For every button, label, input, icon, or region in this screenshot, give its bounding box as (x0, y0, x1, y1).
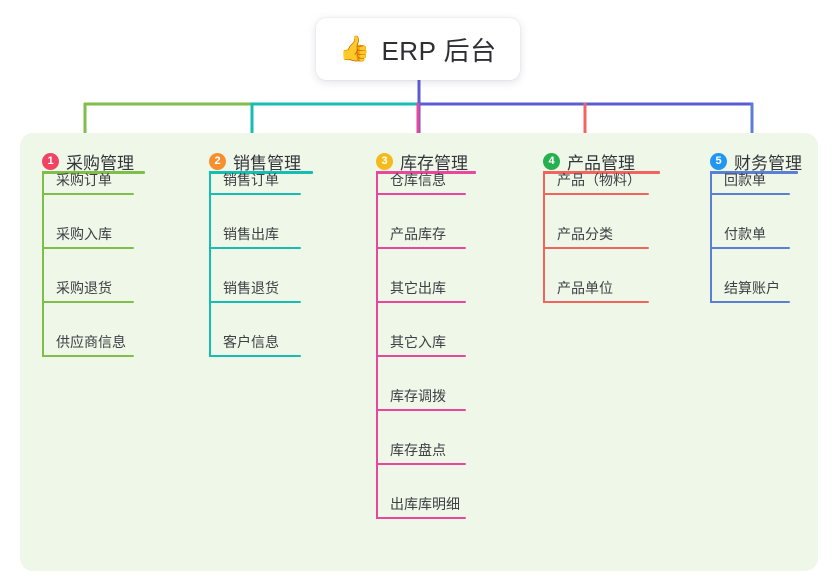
leaf-node[interactable]: 其它入库 (376, 329, 466, 357)
leaf-node-underline (376, 247, 466, 249)
category-spine (710, 171, 712, 303)
leaf-node[interactable]: 采购入库 (42, 221, 134, 249)
leaf-node-label: 供应商信息 (56, 334, 126, 350)
leaf-node[interactable]: 采购退货 (42, 275, 134, 303)
leaf-node-underline (376, 463, 466, 465)
category-underline (42, 171, 145, 174)
leaf-node-underline (710, 247, 790, 249)
leaf-node-underline (543, 193, 649, 195)
category-number-badge: 5 (710, 153, 727, 170)
leaf-node[interactable]: 库存调拨 (376, 383, 466, 411)
category-spine (209, 171, 211, 357)
root-node-title: ERP 后台 (381, 35, 497, 66)
leaf-node-underline (376, 355, 466, 357)
leaf-node[interactable]: 产品单位 (543, 275, 649, 303)
leaf-node-label: 客户信息 (223, 334, 279, 350)
leaf-node-label: 库存调拨 (390, 388, 446, 404)
leaf-node-label: 产品库存 (390, 226, 446, 242)
leaf-node-label: 付款单 (724, 226, 766, 242)
leaf-node[interactable]: 产品库存 (376, 221, 466, 249)
leaf-node-underline (710, 193, 790, 195)
leaf-node[interactable]: 仓库信息 (376, 167, 466, 195)
leaf-node-underline (42, 355, 134, 357)
category-underline (376, 171, 476, 174)
category-header-2[interactable]: 2 销售管理 (209, 149, 301, 174)
leaf-node-label: 产品（物料） (557, 172, 641, 188)
category-underline (710, 171, 798, 174)
category-spine (42, 171, 44, 357)
leaf-node-underline (209, 355, 301, 357)
leaf-node-underline (376, 193, 466, 195)
category-header-3[interactable]: 3 库存管理 (376, 149, 468, 174)
leaf-node[interactable]: 销售退货 (209, 275, 301, 303)
leaf-node-label: 销售出库 (223, 226, 279, 242)
category-number-badge: 4 (543, 153, 560, 170)
leaf-node-underline (710, 301, 790, 303)
diagram-panel (20, 133, 818, 571)
leaf-node[interactable]: 产品分类 (543, 221, 649, 249)
leaf-node[interactable]: 供应商信息 (42, 329, 134, 357)
category-underline (543, 171, 660, 174)
leaf-node-label: 销售订单 (223, 172, 279, 188)
category-number-badge: 1 (42, 153, 59, 170)
leaf-node-label: 采购退货 (56, 280, 112, 296)
leaf-node-label: 其它入库 (390, 334, 446, 350)
leaf-node[interactable]: 出库库明细 (376, 491, 466, 519)
category-spine (543, 171, 545, 303)
leaf-node-label: 出库库明细 (390, 496, 460, 512)
leaf-node[interactable]: 采购订单 (42, 167, 134, 195)
leaf-node[interactable]: 结算账户 (710, 275, 790, 303)
leaf-node-label: 库存盘点 (390, 442, 446, 458)
leaf-node-underline (376, 517, 466, 519)
leaf-node-label: 产品分类 (557, 226, 613, 242)
leaf-node-underline (543, 247, 649, 249)
category-header-4[interactable]: 4 产品管理 (543, 149, 635, 174)
leaf-node-label: 结算账户 (724, 280, 780, 296)
category-number-badge: 2 (209, 153, 226, 170)
leaf-node-underline (209, 247, 301, 249)
root-node[interactable]: 👍 ERP 后台 (316, 18, 520, 80)
leaf-node-underline (42, 193, 134, 195)
category-header-5[interactable]: 5 财务管理 (710, 149, 802, 174)
category-title: 销售管理 (233, 154, 301, 173)
leaf-node-label: 回款单 (724, 172, 766, 188)
leaf-node[interactable]: 销售订单 (209, 167, 301, 195)
category-underline (209, 171, 313, 174)
leaf-node-underline (209, 193, 301, 195)
category-title: 财务管理 (734, 154, 802, 173)
leaf-node-label: 仓库信息 (390, 172, 446, 188)
leaf-node-label: 产品单位 (557, 280, 613, 296)
leaf-node-underline (376, 301, 466, 303)
leaf-node[interactable]: 客户信息 (209, 329, 301, 357)
thumbs-up-icon: 👍 (339, 34, 371, 63)
leaf-node-underline (209, 301, 301, 303)
leaf-node-label: 其它出库 (390, 280, 446, 296)
leaf-node-label: 销售退货 (223, 280, 279, 296)
leaf-node-underline (376, 409, 466, 411)
leaf-node-underline (42, 301, 134, 303)
leaf-node-label: 采购入库 (56, 226, 112, 242)
leaf-node-underline (543, 301, 649, 303)
leaf-node-underline (42, 247, 134, 249)
leaf-node[interactable]: 付款单 (710, 221, 790, 249)
leaf-node[interactable]: 库存盘点 (376, 437, 466, 465)
category-number-badge: 3 (376, 153, 393, 170)
category-title: 采购管理 (66, 154, 134, 173)
leaf-node[interactable]: 回款单 (710, 167, 790, 195)
leaf-node[interactable]: 其它出库 (376, 275, 466, 303)
leaf-node[interactable]: 产品（物料） (543, 167, 649, 195)
leaf-node[interactable]: 销售出库 (209, 221, 301, 249)
category-title: 库存管理 (400, 154, 468, 173)
category-spine (376, 171, 378, 519)
category-header-1[interactable]: 1 采购管理 (42, 149, 134, 174)
leaf-node-label: 采购订单 (56, 172, 112, 188)
category-title: 产品管理 (567, 154, 635, 173)
